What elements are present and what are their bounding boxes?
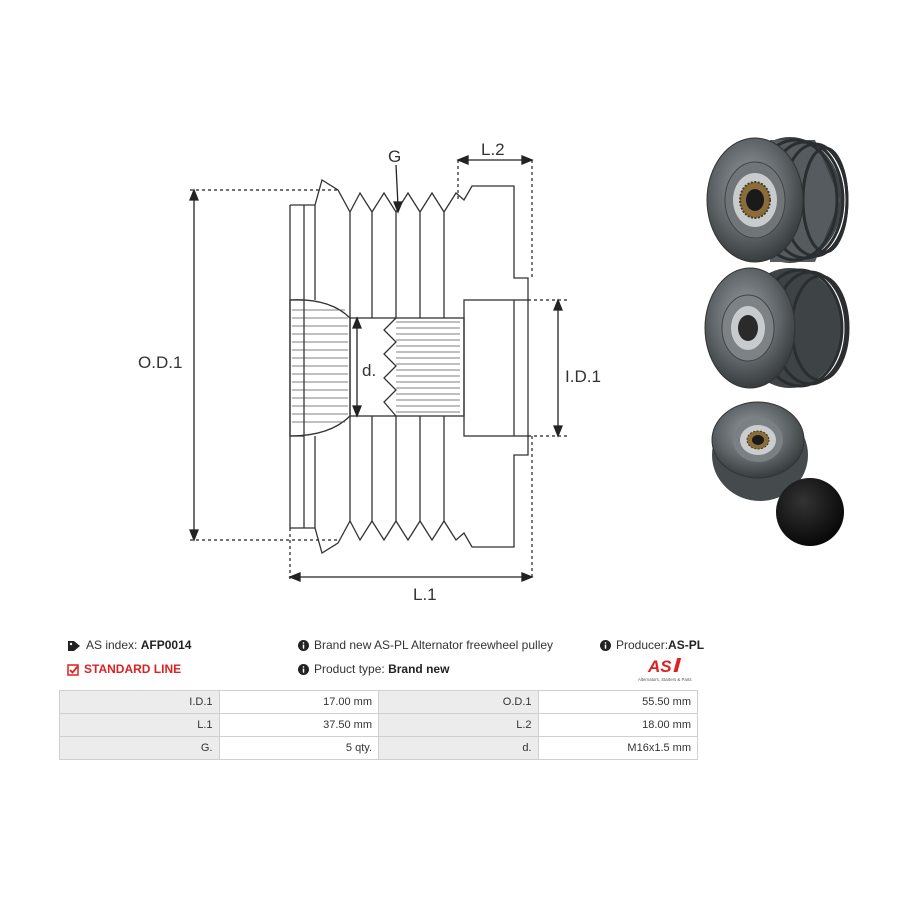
as-index-label: AS index: <box>86 638 138 652</box>
spec-key: I.D.1 <box>59 690 220 714</box>
label-l1: L.1 <box>413 585 437 604</box>
dust-cap <box>776 478 844 546</box>
description-text: Brand new AS-PL Alternator freewheel pul… <box>314 638 554 652</box>
spec-value: M16x1.5 mm <box>537 736 698 760</box>
product-photos <box>704 137 850 546</box>
spec-key: L.2 <box>378 713 539 737</box>
photo-pulley-front <box>706 137 849 263</box>
checkbox-check-icon <box>67 664 79 676</box>
table-row: L.1 37.50 mm L.2 18.00 mm <box>59 713 698 737</box>
spec-value: 37.50 mm <box>218 713 379 737</box>
pulley-technical-drawing: G L.2 O.D.1 I.D.1 d. L.1 <box>138 140 601 604</box>
spec-table: I.D.1 17.00 mm O.D.1 55.50 mm L.1 37.50 … <box>59 690 698 760</box>
label-g: G <box>388 147 401 166</box>
label-id1: I.D.1 <box>565 367 601 386</box>
info-icon <box>298 640 309 652</box>
spec-value: 5 qty. <box>218 736 379 760</box>
label-d: d. <box>362 361 376 380</box>
photo-pulley-with-cap <box>711 401 844 546</box>
spec-key: d. <box>378 736 539 760</box>
info-icon <box>298 664 309 676</box>
product-type-label: Product type: <box>314 662 385 676</box>
producer-value: AS-PL <box>668 638 705 652</box>
producer: Producer:AS-PL <box>600 638 704 652</box>
info-icon <box>600 640 611 652</box>
spec-value: 55.50 mm <box>537 690 698 714</box>
table-row: I.D.1 17.00 mm O.D.1 55.50 mm <box>59 690 698 714</box>
product-type-value: Brand new <box>388 662 450 676</box>
logo-tagline: Alternators, Starters & Parts <box>638 677 692 682</box>
product-type: Product type: Brand new <box>298 662 449 676</box>
as-index: AS index: AFP0014 <box>67 638 191 652</box>
as-index-value: AFP0014 <box>140 638 192 652</box>
photo-pulley-back <box>704 267 850 389</box>
spec-key: G. <box>59 736 220 760</box>
as-pl-logo: AS Alternators, Starters & Parts <box>638 657 692 682</box>
spec-key: L.1 <box>59 713 220 737</box>
label-l2: L.2 <box>481 140 505 159</box>
producer-label: Producer: <box>616 638 669 652</box>
spec-value: 17.00 mm <box>218 690 379 714</box>
standard-line-text: STANDARD LINE <box>84 662 182 676</box>
spec-value: 18.00 mm <box>537 713 698 737</box>
table-row: G. 5 qty. d. M16x1.5 mm <box>59 736 698 760</box>
tag-icon <box>68 640 80 651</box>
spec-key: O.D.1 <box>378 690 539 714</box>
pulley-outline-bottom <box>290 436 529 555</box>
pulley-outline-top <box>290 178 529 300</box>
logo-text: AS <box>647 657 672 676</box>
label-od1: O.D.1 <box>138 353 182 372</box>
product-description: Brand new AS-PL Alternator freewheel pul… <box>298 638 553 652</box>
standard-line-badge: STANDARD LINE <box>67 662 181 676</box>
